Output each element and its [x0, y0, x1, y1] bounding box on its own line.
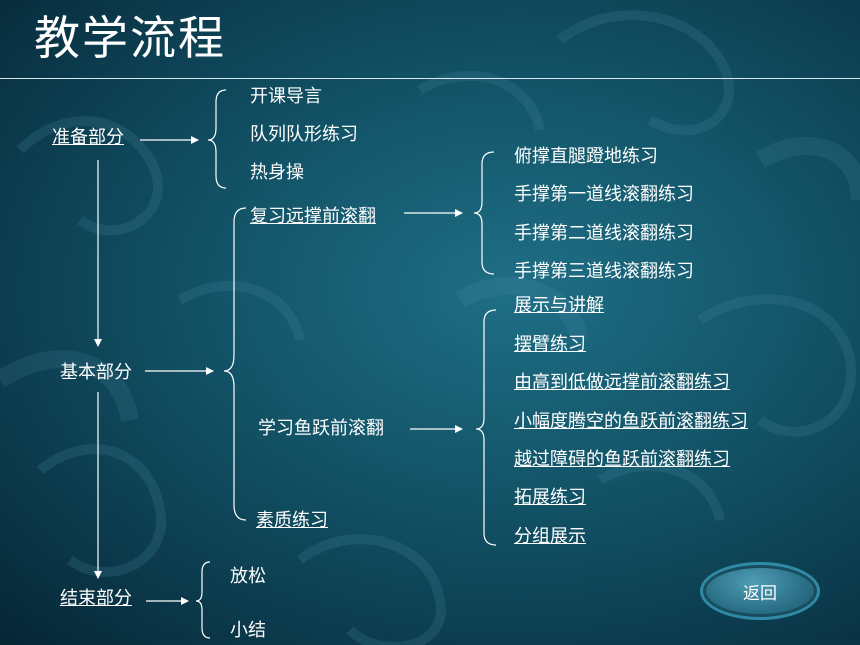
back-button[interactable]: 返回 [700, 562, 820, 620]
review-item: 手撑第一道线滚翻练习 [514, 184, 694, 205]
learn-item-link[interactable]: 展示与讲解 [514, 295, 604, 316]
learn-item-link[interactable]: 小幅度腾空的鱼跃前滚翻练习 [514, 411, 748, 432]
review-item: 俯撑直腿蹬地练习 [514, 146, 658, 167]
learn-item-link[interactable]: 越过障碍的鱼跃前滚翻练习 [514, 449, 730, 470]
review-item: 手撑第二道线滚翻练习 [514, 223, 694, 244]
learn-item-link[interactable]: 拓展练习 [514, 487, 586, 508]
learn-item-link[interactable]: 分组展示 [514, 526, 586, 547]
fitness-group-link[interactable]: 素质练习 [256, 510, 328, 531]
page-title: 教学流程 [34, 11, 226, 65]
review-item: 手撑第三道线滚翻练习 [514, 261, 694, 282]
end-item: 放松 [230, 566, 266, 587]
learn-item-link[interactable]: 摆臂练习 [514, 334, 586, 355]
review-group-link[interactable]: 复习远撑前滚翻 [250, 206, 376, 227]
section-basic-label: 基本部分 [60, 362, 132, 383]
section-prep-link[interactable]: 准备部分 [52, 127, 124, 148]
prep-item: 开课导言 [250, 86, 322, 107]
section-end-link[interactable]: 结束部分 [60, 588, 132, 609]
prep-item: 热身操 [250, 162, 304, 183]
end-item: 小结 [230, 620, 266, 641]
learn-group-label: 学习鱼跃前滚翻 [258, 418, 384, 439]
learn-item-link[interactable]: 由高到低做远撑前滚翻练习 [514, 372, 730, 393]
title-divider [0, 78, 860, 79]
prep-item: 队列队形练习 [250, 124, 358, 145]
